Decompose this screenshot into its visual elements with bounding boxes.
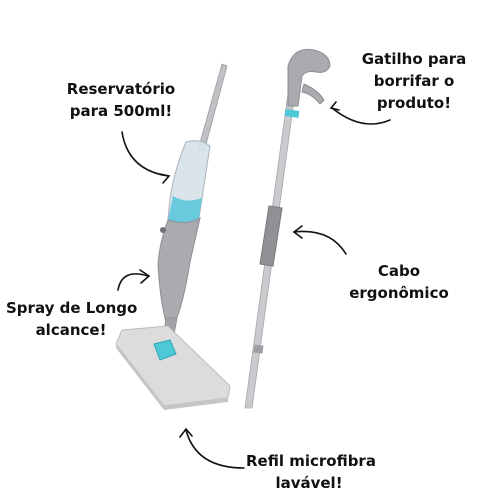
ergonomic-grip	[259, 205, 283, 267]
spray-caption: Spray de Longo alcance!	[6, 297, 138, 341]
reservoir-caption-line2: para 500ml!	[69, 102, 173, 120]
mop-body	[157, 217, 201, 323]
refill-caption-line1: Refil microfibra	[246, 452, 376, 470]
trigger-ring	[284, 109, 300, 118]
refill-caption-line2: lavável!	[275, 474, 343, 492]
reservoir-caption: Reservatório para 500ml!	[62, 78, 180, 122]
arrow-spray-head	[139, 269, 151, 284]
trigger-head	[287, 48, 331, 107]
handle-caption: Cabo ergonômico	[344, 260, 454, 304]
spray-caption-line2: alcance!	[35, 321, 107, 339]
trigger-caption: Gatilho para borrifar o produto!	[358, 48, 470, 114]
arrow-reservoir	[121, 131, 169, 177]
trigger-caption-line2: borrifar o	[373, 72, 455, 90]
arrows	[117, 101, 391, 469]
spray-caption-line1: Spray de Longo	[6, 299, 138, 317]
reservoir-liquid	[168, 196, 202, 223]
arrow-refill-head	[179, 427, 193, 438]
mop-handle-detail	[244, 48, 331, 409]
refill-caption: Refil microfibra lavável!	[246, 450, 376, 494]
swivel-joint	[153, 339, 177, 361]
mop-pole	[197, 63, 228, 153]
pole-joint	[253, 344, 264, 354]
arrow-trigger-head	[329, 101, 340, 111]
arrow-reservoir-head	[159, 173, 171, 184]
trigger-caption-line1: Gatilho para	[361, 50, 467, 68]
handle-caption-line2: ergonômico	[349, 284, 449, 302]
reservoir-caption-line1: Reservatório	[66, 80, 176, 98]
assembled-mop	[115, 63, 231, 410]
trigger	[301, 83, 325, 105]
handle-caption-line1: Cabo	[377, 262, 421, 280]
arrow-handle-head	[292, 225, 303, 239]
trigger-caption-line3: produto!	[376, 94, 452, 112]
body-button	[160, 227, 166, 233]
arrow-trigger	[331, 107, 391, 125]
arrow-handle	[293, 230, 347, 255]
arrow-spray	[117, 273, 149, 291]
mop-pad-edge	[116, 344, 228, 410]
arrow-refill	[185, 429, 245, 469]
